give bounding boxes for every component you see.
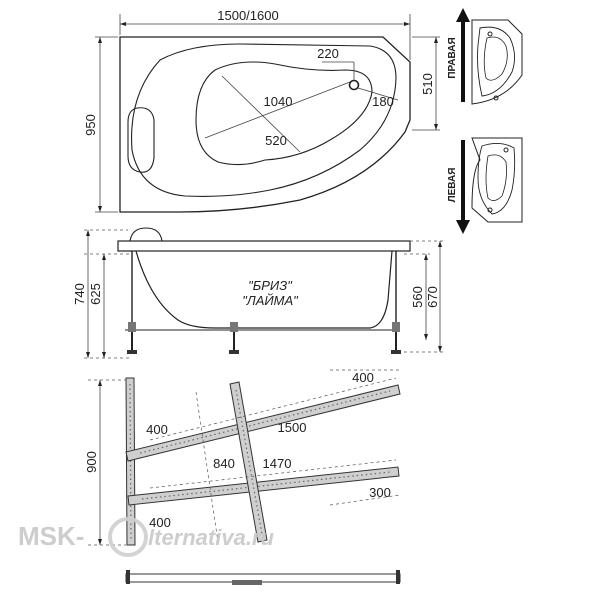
legs xyxy=(127,251,401,354)
top-view-basin xyxy=(195,61,373,166)
long-beam-label: 1500 xyxy=(278,420,307,435)
watermark-logo-icon xyxy=(108,517,148,557)
narrow-width-label: 510 xyxy=(420,73,435,95)
headrest xyxy=(127,107,155,173)
watermark-site: lternativa.ru xyxy=(148,525,274,550)
watermark: MSK- lternativa.ru xyxy=(18,517,274,557)
cross-height-label: 840 xyxy=(213,456,235,471)
top-view-rim xyxy=(119,36,411,213)
leg-height-a-label: 560 xyxy=(410,286,425,308)
left-offset-top-label: 400 xyxy=(146,422,168,437)
model-name-2: "ЛАЙМА" xyxy=(242,292,299,308)
arrow-down-icon xyxy=(456,140,470,234)
arrow-up-icon xyxy=(456,8,470,102)
length-label: 1500/1600 xyxy=(217,8,278,23)
total-height-label: 740 xyxy=(72,283,87,305)
rim-height-label: 625 xyxy=(88,283,103,305)
frame-view: 900 400 400 1500 840 1470 300 400 xyxy=(84,369,401,546)
drain-icon xyxy=(348,79,360,91)
drain-offset-side-label: 180 xyxy=(372,94,394,109)
top-view: 1500/1600 950 510 220 180 1040 520 xyxy=(83,8,440,213)
orientation-panel: ПРАВАЯ ЛЕВАЯ xyxy=(447,8,523,234)
side-view-rim xyxy=(117,240,411,252)
leg-height-b-label: 670 xyxy=(425,286,440,308)
right-offset-label: 300 xyxy=(369,485,391,500)
width-label: 950 xyxy=(83,114,98,136)
frame-depth-label: 900 xyxy=(84,451,99,473)
basin-length-label: 1040 xyxy=(264,94,293,109)
bottom-support-bar xyxy=(125,570,401,585)
left-version-thumbnail xyxy=(471,137,523,223)
top-view-inner-bowl xyxy=(131,43,397,197)
watermark-brand: MSK- xyxy=(18,521,84,551)
top-offset-label: 400 xyxy=(352,370,374,385)
side-view: "БРИЗ" "ЛАЙМА" 740 625 560 670 xyxy=(72,227,444,359)
left-offset-bottom-label: 400 xyxy=(149,515,171,530)
basin-width-label: 520 xyxy=(265,133,287,148)
right-version-thumbnail xyxy=(471,19,523,105)
left-version-label: ЛЕВАЯ xyxy=(447,168,458,203)
model-name-1: "БРИЗ" xyxy=(248,278,293,293)
side-view-tub-body xyxy=(135,250,393,329)
short-beam-label: 1470 xyxy=(263,456,292,471)
right-version-label: ПРАВАЯ xyxy=(447,37,458,78)
drain-offset-top-label: 220 xyxy=(317,46,339,61)
